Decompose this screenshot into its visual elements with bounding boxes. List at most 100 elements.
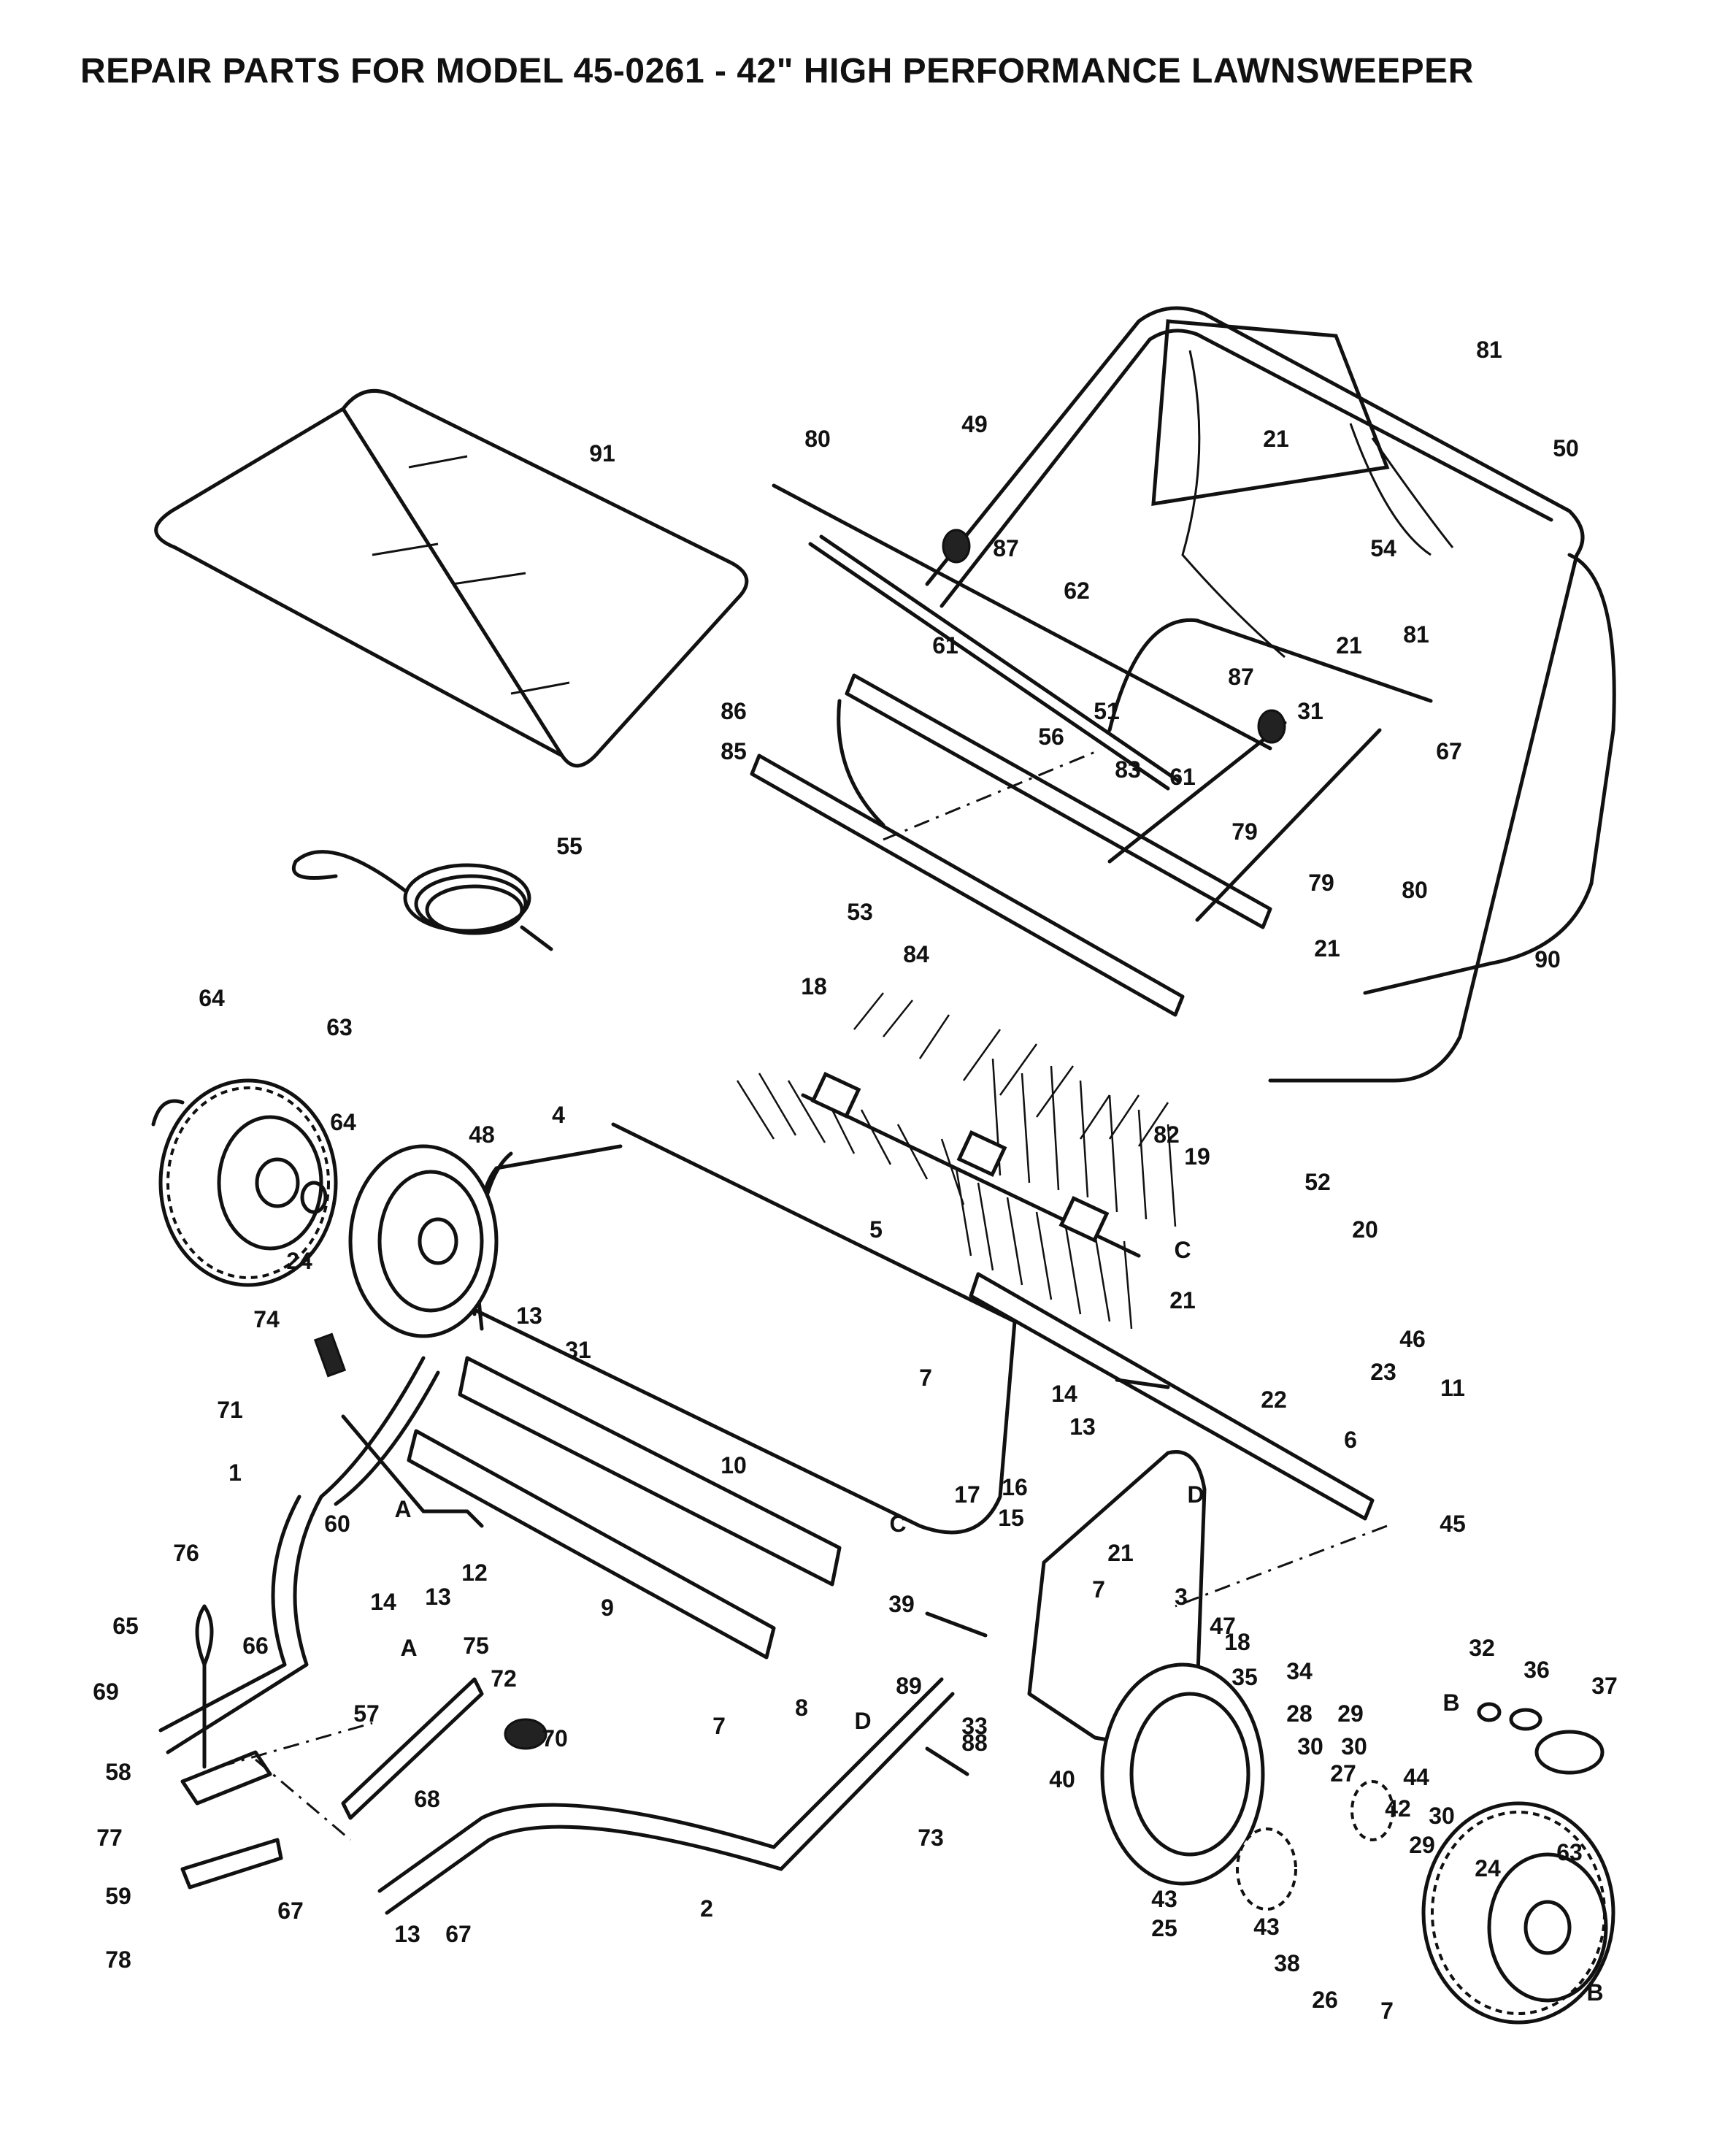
callout-label: 60	[324, 1511, 350, 1537]
callout-label: 91	[589, 440, 615, 467]
callout-label: 61	[1169, 764, 1196, 790]
drive-gear-part	[1100, 1662, 1605, 1911]
callout-label: 64	[199, 985, 225, 1011]
bar-6-part	[969, 1272, 1375, 1521]
callout-label: 62	[1064, 578, 1090, 604]
callout-label: 14	[1051, 1381, 1077, 1407]
callout-label: 13	[1069, 1413, 1096, 1440]
callout-label: 71	[217, 1397, 243, 1423]
callout-label: 22	[1261, 1386, 1287, 1413]
callout-label: 7	[1380, 1998, 1394, 2024]
callout-label: 69	[93, 1679, 119, 1705]
callout-label: B	[1442, 1689, 1459, 1716]
callout-label: 18	[801, 973, 827, 1000]
hopper-frame-part	[925, 306, 1616, 1083]
handle-assembly-part	[158, 1332, 955, 1915]
hopper-bars-part	[750, 529, 1382, 1017]
callout-label: 18	[1224, 1629, 1250, 1655]
callout-label: 89	[896, 1673, 922, 1699]
callout-label: 50	[1553, 435, 1579, 461]
callout-label: 29	[1409, 1832, 1435, 1858]
callout-label: 44	[1403, 1764, 1429, 1790]
callout-label: 14	[370, 1589, 396, 1615]
callout-label: 33	[961, 1713, 988, 1739]
callout-label: 86	[721, 698, 747, 724]
callout-label: 64	[330, 1109, 356, 1135]
callout-label: 34	[1286, 1658, 1313, 1684]
callout-label: 3	[1175, 1584, 1188, 1610]
callout-label: 82	[1153, 1121, 1180, 1148]
axle-bolts-part	[925, 1378, 1170, 1776]
callout-label: 63	[326, 1014, 353, 1040]
callout-label: 30	[1429, 1803, 1455, 1829]
callout-label: 36	[1523, 1657, 1550, 1683]
gear-housing-part	[348, 1144, 499, 1338]
callout-label: 77	[96, 1825, 123, 1851]
callout-label: 76	[173, 1540, 199, 1566]
callout-label: 12	[461, 1560, 488, 1586]
callout-label: 43	[1151, 1886, 1177, 1912]
tarp-part	[154, 388, 749, 768]
callout-label: 53	[847, 899, 873, 925]
callout-label: B	[1586, 1979, 1603, 2006]
callout-label: 46	[1399, 1326, 1426, 1352]
callout-label: A	[400, 1635, 417, 1661]
callout-label: 40	[1049, 1766, 1075, 1792]
callout-label: 21	[1263, 426, 1289, 452]
brush-assembly-part	[736, 534, 1181, 1330]
callout-label: D	[854, 1708, 871, 1734]
callout-label: 83	[1115, 756, 1141, 783]
callout-label: 17	[954, 1481, 980, 1508]
callout-label: 29	[1337, 1700, 1364, 1727]
callout-label: 16	[1002, 1474, 1028, 1500]
callout-label: 72	[491, 1665, 517, 1692]
callout-label: 65	[112, 1613, 139, 1639]
callout-label: 75	[463, 1633, 489, 1659]
callout-label: 88	[961, 1730, 988, 1756]
callout-label: 67	[277, 1898, 304, 1924]
callout-label: 90	[1534, 946, 1561, 972]
callout-label: 80	[804, 426, 831, 452]
callout-label: 4	[552, 1102, 565, 1128]
callout-label: 39	[888, 1591, 915, 1617]
callout-label: 30	[1297, 1733, 1323, 1760]
callout-label: 58	[105, 1759, 131, 1785]
callout-label: 1	[228, 1459, 242, 1486]
callout-label: A	[394, 1496, 411, 1522]
callout-label: 52	[1304, 1169, 1331, 1195]
callout-label: 6	[1344, 1427, 1357, 1453]
callout-label: 26	[1312, 1987, 1338, 2013]
callout-label: 78	[105, 1946, 131, 1973]
callout-label: 24	[1475, 1855, 1501, 1881]
callout-label: 38	[1274, 1950, 1300, 1976]
clamp-part	[180, 1604, 283, 1890]
callout-label: 7	[919, 1365, 932, 1391]
callout-label: 30	[1341, 1733, 1367, 1760]
callout-label: 35	[1231, 1664, 1258, 1690]
callout-label: 45	[1440, 1511, 1466, 1537]
callout-label: 31	[1297, 698, 1323, 724]
callout-label: 7	[712, 1713, 726, 1739]
callout-label: 13	[394, 1921, 420, 1947]
callout-label: 51	[1094, 698, 1120, 724]
centerlines	[218, 751, 1388, 1841]
callout-label: 81	[1403, 621, 1429, 648]
callout-label: 81	[1476, 337, 1502, 363]
callout-label: 42	[1385, 1795, 1411, 1822]
page-title: REPAIR PARTS FOR MODEL 45-0261 - 42" HIG…	[80, 52, 1474, 91]
callout-label: 37	[1591, 1673, 1618, 1699]
callout-label: 21	[1169, 1287, 1196, 1313]
callout-label: 10	[721, 1452, 747, 1478]
callout-label: 49	[961, 411, 988, 437]
callout-label: 54	[1370, 535, 1396, 561]
callout-label: 63	[1556, 1839, 1583, 1865]
callout-label: 21	[1336, 632, 1362, 659]
main-frame-part	[407, 1122, 1017, 1660]
callout-label: 5	[869, 1216, 883, 1243]
callout-label: 67	[1436, 738, 1462, 764]
callout-label: 28	[1286, 1700, 1313, 1727]
callout-label: 9	[601, 1595, 614, 1621]
hopper-rod-part	[772, 483, 1272, 751]
callout-label: 87	[993, 535, 1019, 561]
